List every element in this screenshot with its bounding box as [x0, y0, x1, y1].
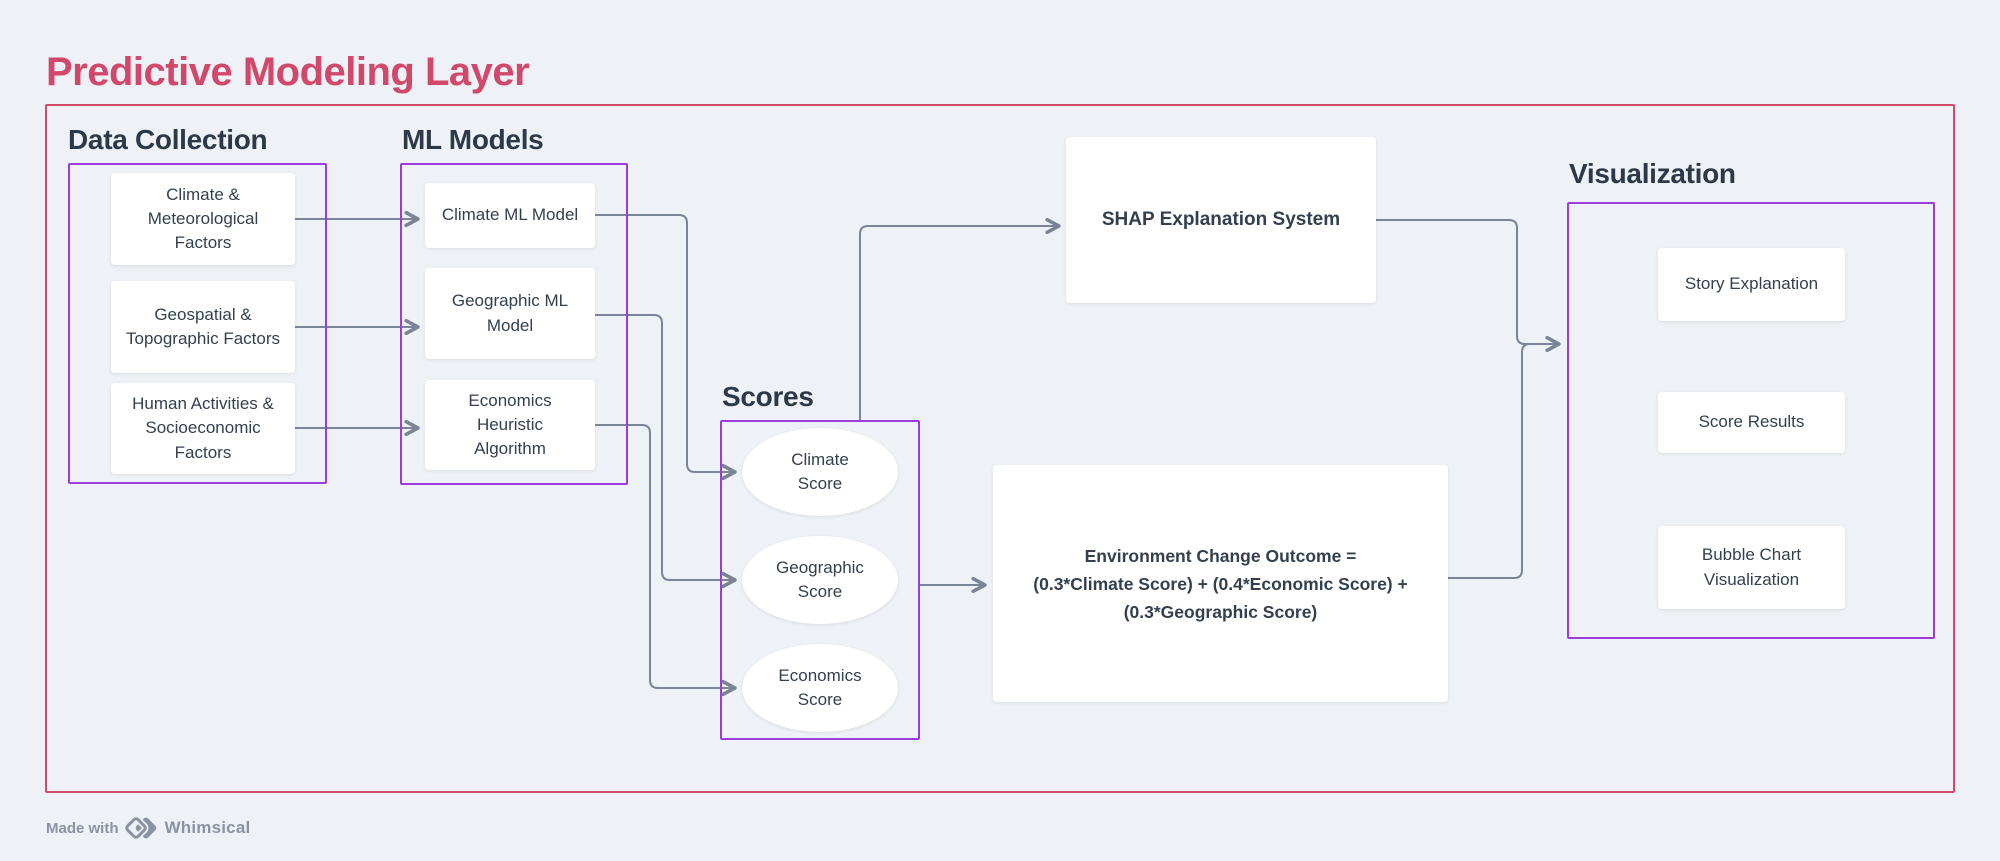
formula-line-2: (0.3*Climate Score) + (0.4*Economic Scor… [1033, 573, 1408, 594]
whimsical-brand-label: Whimsical [164, 818, 251, 837]
node-label: Geographic Score [776, 557, 864, 601]
group-label-scores: Scores [722, 381, 814, 412]
group-label-visualization: Visualization [1569, 158, 1736, 189]
group-label-data-collection: Data Collection [68, 124, 268, 155]
node-label: Human Activities & Socioeconomic Factors [132, 394, 274, 462]
node-label: Story Explanation [1684, 274, 1819, 294]
node-label: Score Results [1698, 412, 1805, 432]
node-shap-explanation-system[interactable]: SHAP Explanation System [1066, 137, 1376, 303]
formula-line-1: Environment Change Outcome = [1084, 545, 1357, 566]
node-economics-score[interactable]: Economics Score [742, 644, 898, 732]
made-with-label: Made with [46, 819, 119, 837]
page-title[interactable]: Predictive Modeling Layer [46, 50, 530, 94]
group-label-ml-models: ML Models [402, 124, 544, 155]
node-label: SHAP Explanation System [1101, 208, 1341, 230]
node-human-socioeconomic-factors[interactable]: Human Activities & Socioeconomic Factors [111, 383, 295, 474]
formula-line-3: (0.3*Geographic Score) [1123, 601, 1318, 622]
node-environment-change-outcome-formula[interactable]: Environment Change Outcome = (0.3*Climat… [993, 465, 1448, 702]
whimsical-badge[interactable]: Made with Whimsical [46, 812, 250, 844]
node-label: Climate ML Model [441, 205, 579, 225]
node-geographic-ml-model[interactable]: Geographic ML Model [425, 268, 595, 359]
node-label: Bubble Chart Visualization [1701, 545, 1802, 589]
node-bubble-chart-visualization[interactable]: Bubble Chart Visualization [1658, 526, 1845, 609]
node-climate-score[interactable]: Climate Score [742, 428, 898, 516]
node-label: Geospatial & Topographic Factors [125, 304, 281, 348]
node-story-explanation[interactable]: Story Explanation [1658, 248, 1845, 321]
node-geospatial-topographic-factors[interactable]: Geospatial & Topographic Factors [111, 281, 295, 373]
node-score-results[interactable]: Score Results [1658, 392, 1845, 453]
group-scores[interactable] [720, 420, 920, 740]
node-climate-meteorological-factors[interactable]: Climate & Meteorological Factors [111, 173, 295, 265]
whimsical-diamonds-icon [123, 813, 160, 843]
outer-red-frame [45, 104, 1955, 793]
group-ml-models[interactable] [400, 163, 628, 485]
node-label: Economics Heuristic Algorithm [468, 390, 552, 459]
node-economics-heuristic-algorithm[interactable]: Economics Heuristic Algorithm [425, 380, 595, 470]
group-visualization[interactable] [1567, 202, 1935, 639]
group-data-collection[interactable] [68, 163, 327, 484]
node-climate-ml-model[interactable]: Climate ML Model [425, 183, 595, 248]
node-label: Climate & Meteorological Factors [147, 184, 259, 253]
node-geographic-score[interactable]: Geographic Score [742, 536, 898, 624]
node-label: Economics Score [778, 665, 862, 709]
node-label: Climate Score [791, 449, 849, 493]
node-label: Geographic ML Model [451, 291, 569, 335]
